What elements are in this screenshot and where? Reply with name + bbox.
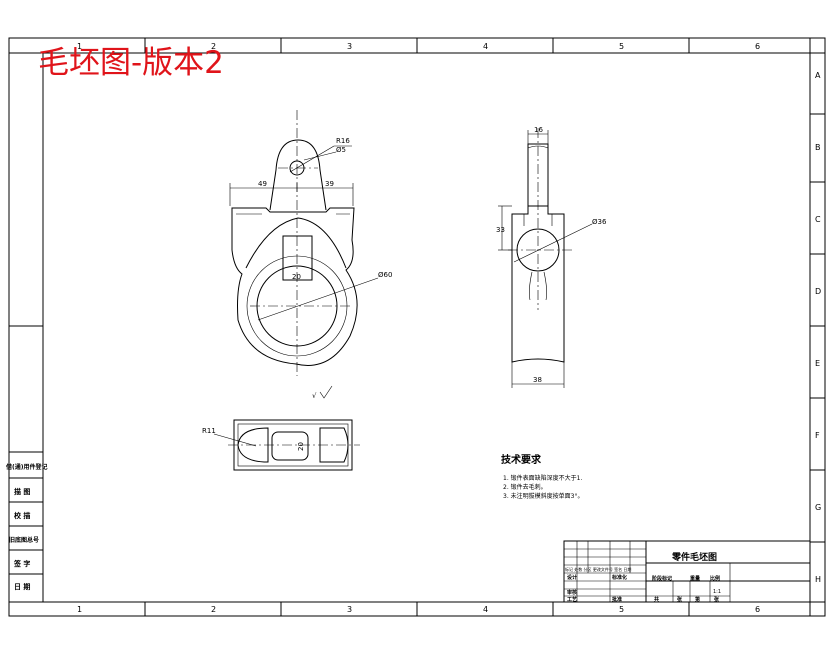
row-label-b: B	[815, 143, 821, 152]
col-label-6: 6	[755, 42, 760, 51]
row-label-e: E	[815, 359, 820, 368]
side-view: 16 33 Ø36 38	[496, 126, 607, 388]
inner-border	[42, 52, 811, 603]
drawing-name: 零件毛坯图	[671, 551, 717, 563]
row-label-f: F	[815, 431, 820, 440]
zone-grid-horizontal	[9, 38, 825, 616]
tech-req-item-1: 1. 锻件表面缺陷深度不大于1.	[503, 474, 582, 482]
zone-grid-vertical	[9, 38, 825, 616]
dim-width-right: 39	[325, 180, 334, 188]
strip-label-5: 日 期	[14, 582, 30, 591]
title-cell-stage: 阶段标记	[652, 575, 672, 582]
row-label-h: H	[815, 575, 821, 584]
title-cell-review: 审核	[567, 589, 577, 596]
top-view: 20 R11	[202, 419, 360, 471]
col-label-2-bottom: 2	[211, 605, 216, 614]
strip-label-2: 校 描	[14, 511, 30, 520]
title-cell-sheets: 张	[677, 596, 683, 603]
tech-req-item-2: 2. 锻件去毛刺。	[503, 483, 547, 491]
zone-row-labels: A B C D E F G H	[815, 71, 821, 584]
dim-big-hole: Ø60	[378, 271, 392, 279]
dim-top-slot: 20	[297, 442, 305, 451]
dim-bottom-width: 38	[533, 376, 542, 384]
watermark-title: 毛坯图-版本2	[38, 45, 224, 81]
col-label-5-bottom: 5	[619, 605, 624, 614]
title-cell-process: 工艺	[567, 596, 577, 603]
title-scale-value: 1:1	[713, 589, 721, 595]
left-registration-strip: 借(通)用件登记 描 图 校 描 旧底图总号 签 字 日 期	[5, 451, 48, 591]
strip-label-4: 签 字	[13, 559, 30, 568]
dim-top-width: 16	[534, 126, 543, 134]
dim-slot-width: 20	[292, 273, 301, 281]
dim-r-top: R16	[336, 137, 350, 145]
title-block: 零件毛坯图 标记 处数 分区 更改文件号 签名 日期 设计 标准化 审核 工艺 …	[563, 540, 811, 603]
strip-label-1: 描 图	[14, 487, 30, 496]
col-label-5: 5	[619, 42, 624, 51]
col-label-1: 1	[77, 42, 82, 51]
col-label-4: 4	[483, 42, 488, 51]
col-label-3-bottom: 3	[347, 605, 352, 614]
tech-req-item-3: 3. 未注明拔模斜度按单面3°。	[503, 492, 583, 500]
col-label-2: 2	[211, 42, 216, 51]
dim-width-left: 49	[258, 180, 267, 188]
col-label-3: 3	[347, 42, 352, 51]
title-cell-sheet: 张	[714, 596, 720, 603]
row-label-d: D	[815, 287, 821, 296]
strip-label-3: 旧底图总号	[9, 536, 39, 544]
strip-label-0: 借(通)用件登记	[5, 463, 48, 471]
col-label-1-bottom: 1	[77, 605, 82, 614]
dim-top-fillet: R11	[202, 427, 216, 435]
dim-hole-top: Ø5	[336, 146, 346, 154]
title-cell-design: 设计	[567, 574, 577, 581]
tech-requirements: 技术要求 1. 锻件表面缺陷深度不大于1. 2. 锻件去毛刺。 3. 未注明拔模…	[501, 453, 583, 500]
title-cell-no: 第	[695, 596, 700, 603]
title-cell-weight: 重量	[690, 575, 700, 582]
outer-border	[8, 37, 826, 617]
dim-side-height: 33	[496, 226, 505, 234]
row-label-a: A	[815, 71, 821, 80]
col-label-6-bottom: 6	[755, 605, 760, 614]
title-cell-total: 共	[654, 596, 659, 603]
col-label-4-bottom: 4	[483, 605, 488, 614]
zone-column-labels: 1 2 3 4 5 6 1 2 3 4 5 6	[77, 42, 760, 614]
tech-req-title: 技术要求	[501, 453, 542, 466]
row-label-c: C	[815, 215, 821, 224]
title-cell-approve: 批准	[612, 596, 622, 603]
title-cell-standard: 标准化	[611, 574, 627, 581]
row-label-g: G	[815, 503, 821, 512]
dim-side-hole: Ø36	[592, 218, 607, 226]
title-cell-scale: 比例	[710, 575, 720, 582]
title-row-label: 标记 处数 分区 更改文件号 签名 日期	[565, 566, 631, 572]
roughness-value: √	[312, 392, 317, 400]
front-view: 49 39 R16 Ø5 20 Ø60 √	[229, 110, 392, 400]
